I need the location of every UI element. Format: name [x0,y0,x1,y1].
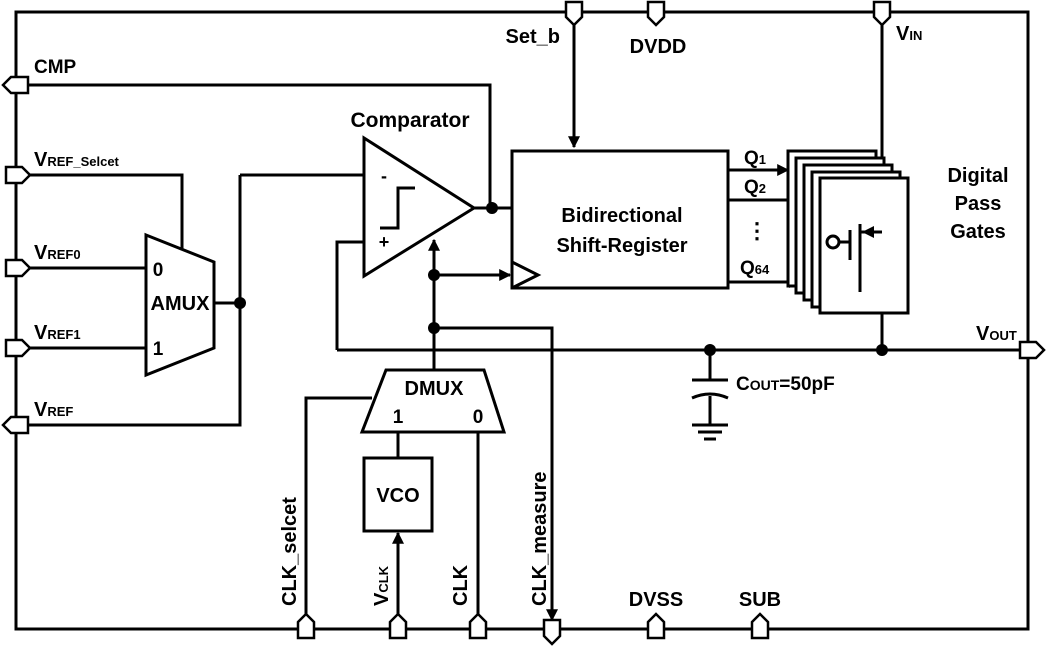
pin-sub-label: SUB [739,589,781,611]
shift-register: Bidirectional Shift-Register [510,149,730,290]
pin-sub-icon [750,612,770,640]
pin-vref-select-icon [4,165,32,185]
q-ellipsis: ⋮ [746,218,768,243]
dmux-in1: 1 [393,407,404,428]
wire-vref-select [16,173,184,250]
wire-cmp [16,83,492,208]
amux-in0: 0 [153,260,164,281]
dmux: DMUX 1 0 [359,368,507,434]
wire-vref-net [16,175,242,427]
pin-dvss-icon [646,612,666,640]
dmux-label: DMUX [405,378,465,400]
pin-vref0-icon [4,258,32,278]
pass-gates-line1: Digital [947,165,1008,187]
shift-register-line2: Shift-Register [556,235,687,257]
pin-cmp-label: CMP [34,57,77,78]
wires [16,18,1028,622]
output-capacitor: COUT=50pF [691,374,835,441]
vco-label: VCO [376,485,419,507]
pin-vin-icon [872,0,892,27]
pmos-transistor-icon [825,224,882,292]
q64-label: Q64 [740,258,770,279]
pin-labels: CMP VREF_Selcet VREF0 VREF1 VREF Set_b D… [34,23,1017,611]
pin-dvss-label: DVSS [629,589,683,611]
pin-vref-select-label: VREF_Selcet [34,149,120,171]
pin-vref-label: VREF [34,399,73,421]
amux: AMUX 0 1 [144,232,216,378]
vco: VCO [362,456,434,533]
pin-vin-label: VIN [896,23,922,45]
pin-vref1-icon [4,338,32,358]
pin-clk-measure-label: CLK_measure [529,471,551,606]
pin-dvdd-icon [646,0,666,27]
chip-boundary [14,10,1030,631]
pin-dvdd-label: DVDD [630,36,687,58]
amux-label: AMUX [151,293,211,315]
wire-clk-measure [434,326,558,622]
pin-vref0-label: VREF0 [34,242,81,264]
pin-set-b-label: Set_b [506,26,560,48]
junction-dots [234,202,888,356]
cout-label: COUT=50pF [736,374,835,395]
pass-gates-line3: Gates [950,221,1006,243]
pin-set-b-icon [564,0,584,27]
pin-vref1-label: VREF1 [34,322,81,344]
comparator-minus: - [381,166,387,186]
pin-vout-icon [1018,340,1046,360]
pass-gates-line2: Pass [955,193,1002,215]
pin-clk-measure-icon [542,618,562,646]
comparator-plus: + [379,232,390,252]
pass-gates: Digital Pass Gates [786,149,1009,315]
pin-clk-label: CLK [450,564,472,606]
q2-label: Q2 [744,177,766,198]
pin-clk-select-icon [296,612,316,640]
pin-vref-icon [1,415,30,435]
amux-in1: 1 [153,339,164,360]
pin-vclk-label: VCLK [371,565,393,606]
pin-vclk-icon [388,612,408,640]
comparator-title: Comparator [350,109,469,132]
dmux-in0: 0 [473,407,484,428]
wire-clk-select [304,396,372,620]
q1-label: Q1 [744,148,766,169]
comparator: Comparator - + [350,109,477,279]
pin-cmp-icon [1,75,30,95]
pin-clk-select-label: CLK_selcet [279,497,301,606]
pin-clk-icon [468,612,488,640]
shift-register-line1: Bidirectional [561,205,682,227]
wire-comp-plus [335,240,364,350]
pin-vout-label: VOUT [976,323,1017,345]
